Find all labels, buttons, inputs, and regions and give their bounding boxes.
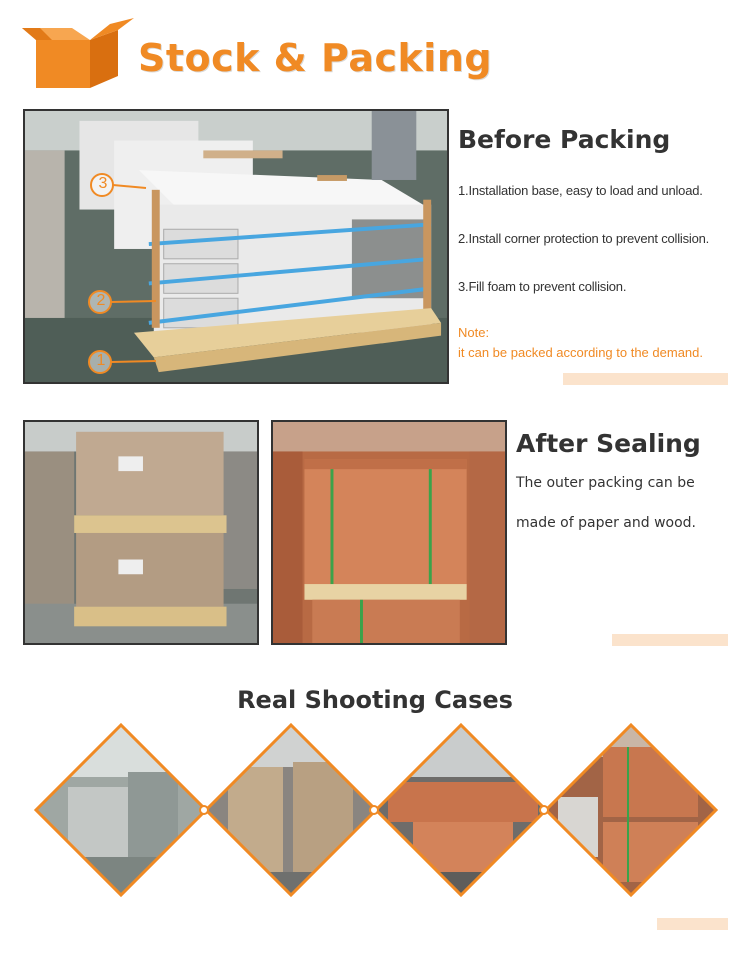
note-label: Note:	[458, 325, 490, 340]
note-text: it can be packed according to the demand…	[458, 345, 703, 360]
before-packing-photo	[23, 109, 449, 384]
callout-3-label: 3	[98, 175, 108, 192]
case-photo-4	[538, 717, 724, 903]
after-sealing-photo-wood	[271, 420, 507, 645]
callout-2-label: 2	[96, 292, 106, 309]
decorative-bar-1	[563, 373, 728, 385]
case-photo-2	[198, 717, 384, 903]
after-sealing-line-2: made of paper and wood.	[516, 515, 696, 531]
real-cases-heading: Real Shooting Cases	[237, 686, 513, 714]
callout-3-marker	[88, 170, 148, 200]
diamond-connector-dot	[369, 805, 379, 815]
before-packing-heading: Before Packing	[458, 125, 671, 154]
after-sealing-photo-paper	[23, 420, 259, 645]
before-packing-item-3: 3.Fill foam to prevent collision.	[458, 279, 627, 294]
before-packing-item-2: 2.Install corner protection to prevent c…	[458, 231, 710, 246]
before-packing-item-1: 1.Installation base, easy to load and un…	[458, 183, 703, 198]
after-sealing-heading: After Sealing	[516, 429, 701, 458]
callout-1-marker	[86, 347, 158, 377]
callout-1-label: 1	[96, 352, 106, 369]
diamond-connector-dot	[199, 805, 209, 815]
decorative-bar-2	[612, 634, 728, 646]
after-sealing-line-1: The outer packing can be	[516, 475, 695, 491]
diamond-connector-dot	[539, 805, 549, 815]
callout-2-marker	[86, 287, 158, 317]
decorative-bar-3	[657, 918, 728, 930]
case-photo-1	[28, 717, 214, 903]
case-photo-3	[368, 717, 554, 903]
page-title: Stock & Packing	[138, 36, 493, 80]
open-box-icon	[22, 18, 134, 90]
